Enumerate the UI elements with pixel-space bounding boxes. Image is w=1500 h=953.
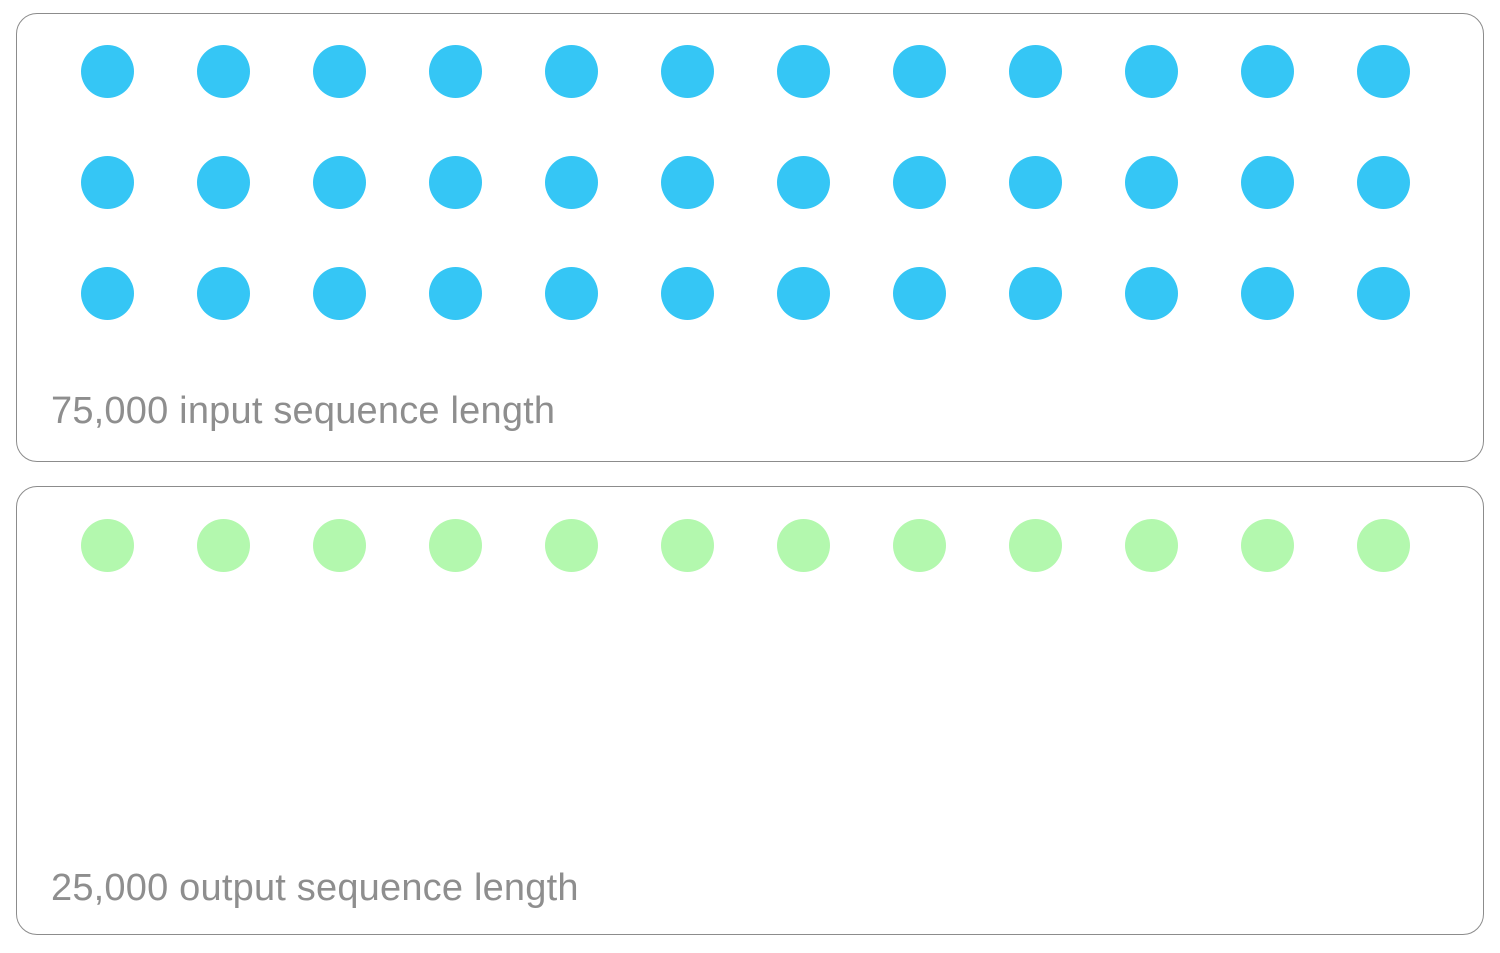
input-token-dot: [661, 267, 714, 320]
input-token-dot: [81, 156, 134, 209]
output-dot-row: [81, 519, 1410, 572]
output-token-dot: [429, 519, 482, 572]
output-sequence-caption: 25,000 output sequence length: [51, 867, 579, 909]
output-token-dot: [661, 519, 714, 572]
input-token-dot: [1009, 156, 1062, 209]
output-token-dot: [197, 519, 250, 572]
input-token-dot: [893, 156, 946, 209]
input-token-dot: [777, 156, 830, 209]
input-token-dot: [1357, 267, 1410, 320]
input-token-dot: [661, 45, 714, 98]
output-token-dot: [1125, 519, 1178, 572]
input-token-dot: [313, 45, 366, 98]
input-token-dot: [545, 267, 598, 320]
input-sequence-panel: 75,000 input sequence length: [16, 13, 1484, 462]
input-token-dot: [661, 156, 714, 209]
input-token-dot: [429, 45, 482, 98]
input-token-dot: [1357, 156, 1410, 209]
input-sequence-caption: 75,000 input sequence length: [51, 390, 556, 432]
input-dot-row: [81, 45, 1410, 98]
input-token-dot: [1241, 45, 1294, 98]
input-token-dot: [893, 45, 946, 98]
output-token-dot: [545, 519, 598, 572]
input-dot-row: [81, 156, 1410, 209]
input-token-dot: [777, 267, 830, 320]
input-token-dot: [197, 156, 250, 209]
output-token-dot: [1357, 519, 1410, 572]
output-sequence-panel: 25,000 output sequence length: [16, 486, 1484, 935]
output-token-dot: [1009, 519, 1062, 572]
input-token-dot: [1241, 156, 1294, 209]
input-token-dot: [81, 267, 134, 320]
input-token-dot: [1241, 267, 1294, 320]
input-token-dot: [1125, 267, 1178, 320]
input-token-dot: [313, 267, 366, 320]
output-token-dot: [313, 519, 366, 572]
output-token-dot: [893, 519, 946, 572]
input-token-dot: [429, 156, 482, 209]
output-token-dot: [81, 519, 134, 572]
input-token-dot: [893, 267, 946, 320]
input-dot-row: [81, 267, 1410, 320]
input-token-dot: [313, 156, 366, 209]
output-token-dot: [1241, 519, 1294, 572]
input-token-dot: [429, 267, 482, 320]
input-token-dot: [1009, 267, 1062, 320]
input-token-dot: [1125, 45, 1178, 98]
input-token-dot: [197, 45, 250, 98]
input-token-dot: [197, 267, 250, 320]
input-token-dot: [1009, 45, 1062, 98]
input-token-dot: [1357, 45, 1410, 98]
input-token-dot: [1125, 156, 1178, 209]
output-token-dot: [777, 519, 830, 572]
input-token-dot: [777, 45, 830, 98]
input-token-dot: [545, 45, 598, 98]
input-token-dot: [81, 45, 134, 98]
input-token-dot: [545, 156, 598, 209]
